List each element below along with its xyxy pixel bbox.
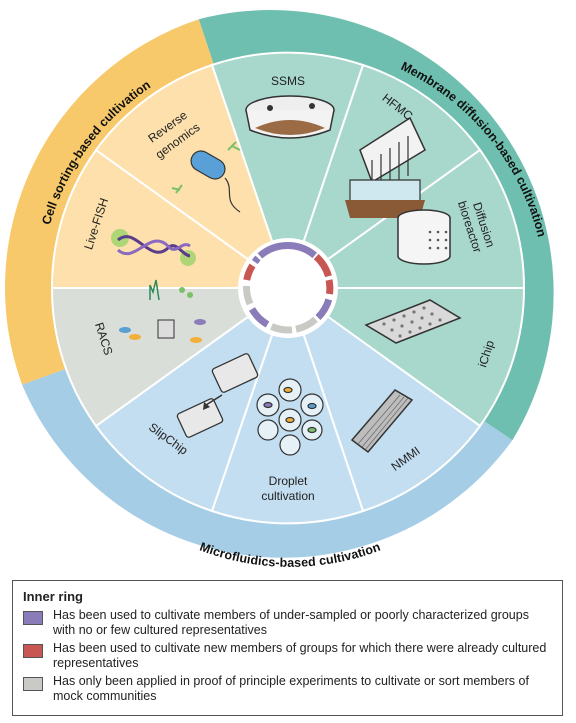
inner-ring-legend: Inner ring Has been used to cultivate me…	[12, 580, 563, 716]
legend-text-purple: Has been used to cultivate members of un…	[53, 608, 529, 637]
racs-sorter-icon	[119, 279, 206, 343]
cultivation-wheel: Cell sorting-based cultivation Membrane …	[4, 10, 554, 570]
slipchip-icon	[176, 353, 259, 438]
segment-nmmi	[286, 285, 482, 513]
inner-ring-arc-nmmi	[295, 316, 318, 333]
inner-ring-arc-reverse	[251, 255, 261, 265]
legend-text-red: Has been used to cultivate new members o…	[53, 641, 547, 670]
label-ssms: SSMS	[271, 74, 305, 88]
dna-helix-icon	[111, 229, 196, 266]
reverse-genomics-cell-icon	[171, 141, 241, 213]
legend-swatch-gray	[23, 677, 43, 691]
legend-item-gray: Has only been applied in proof of princi…	[23, 674, 552, 704]
ichip-plate-icon	[364, 299, 462, 344]
legend-item-red: Has been used to cultivate new members o…	[23, 641, 552, 671]
segment-hfmc	[286, 63, 482, 291]
legend-title: Inner ring	[23, 589, 83, 604]
droplet-cluster-icon	[256, 378, 324, 456]
legend-swatch-purple	[23, 611, 43, 625]
segment-live-fish	[50, 148, 292, 289]
label-droplet-line1: Droplet	[269, 474, 308, 488]
inner-ring-arc-slipchip	[248, 307, 270, 328]
segment-droplet-cultivation	[210, 284, 365, 525]
inner-ring-arc-droplet	[270, 323, 293, 334]
ssms-dish-icon	[245, 95, 335, 139]
label-droplet-line2: cultivation	[261, 489, 314, 503]
inner-ring-arc-ssms	[257, 241, 317, 259]
inner-ring-arc-ichip	[315, 298, 333, 320]
diffusion-bioreactor-icon	[397, 209, 451, 265]
legend-text-gray: Has only been applied in proof of princi…	[53, 674, 529, 703]
inner-ring	[243, 241, 334, 334]
segment-slipchip	[94, 285, 290, 513]
segment-ichip	[284, 287, 526, 428]
inner-ring-arc-livefish	[243, 263, 256, 281]
segment-racs	[50, 287, 292, 428]
inner-ring-arc-diffusion	[325, 279, 334, 295]
inner-ring-arc-racs	[243, 285, 254, 306]
legend-swatch-red	[23, 644, 43, 658]
nmmi-membrane-icon	[350, 389, 414, 454]
inner-ring-arc-hfmc	[313, 253, 332, 278]
legend-item-purple: Has been used to cultivate members of un…	[23, 608, 552, 638]
segment-reverse-genomics	[94, 63, 290, 291]
